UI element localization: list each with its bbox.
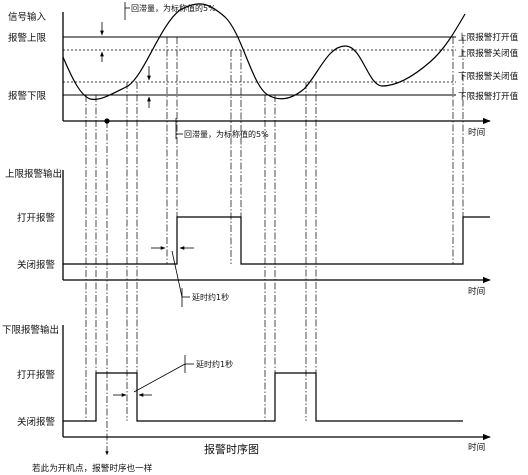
upper-output-y-label: 上限报警输出 (5, 168, 62, 180)
lower-alarm-on-value-label: 下限报警打开值 (458, 90, 519, 102)
upper-alarm-output-panel: 上限报警输出 打开报警 关闭报警 时间 延时约1秒 (5, 168, 491, 307)
upper-alarm-off-value-label: 上限报警关闭值 (458, 47, 519, 59)
power-on-footnote: 若此为开机点，报警时序也一样 (32, 462, 153, 474)
lower-output-y-label: 下限报警输出 (2, 324, 59, 336)
top-hysteresis-annotation: 回滞量，为标称值的5% (100, 2, 216, 62)
upper-output-off-label: 关闭报警 (17, 259, 56, 271)
upper-output-on-label: 打开报警 (17, 212, 56, 224)
upper-output-time-label: 时间 (468, 285, 485, 297)
input-y-label: 信号输入 (8, 11, 47, 23)
lower-output-time-label: 时间 (468, 441, 485, 453)
input-signal-curve (62, 3, 466, 101)
lower-alarm-off-value-label: 下限报警关闭值 (458, 70, 519, 82)
lower-delay-annotation: 延时约1秒 (113, 355, 233, 397)
lower-delay-note: 延时约1秒 (196, 359, 233, 369)
lower-alarm-output-panel: 下限报警输出 打开报警 关闭报警 时间 延时约1秒 (2, 324, 491, 453)
timing-guide-lines (85, 37, 464, 421)
input-time-label: 时间 (468, 126, 485, 138)
upper-delay-note: 延时约1秒 (192, 292, 229, 302)
upper-alarm-on-value-label: 上限报警打开值 (458, 31, 519, 43)
bottom-hysteresis-note: 回滞量，为标称值的5% (184, 129, 269, 139)
upper-delay-annotation: 延时约1秒 (151, 246, 229, 307)
top-hysteresis-note: 回滞量，为标称值的5% (131, 3, 216, 13)
upper-limit-label: 报警上限 (8, 32, 47, 44)
input-signal-panel: 信号输入 报警上限 报警下限 时间 上限报警打开值 上限报警关闭值 下限报警关闭… (8, 2, 519, 139)
power-on-point-marker (63, 118, 110, 456)
diagram-caption: 报警时序图 (204, 442, 259, 456)
lower-output-on-label: 打开报警 (17, 369, 56, 381)
lower-limit-label: 报警下限 (8, 90, 47, 102)
lower-alarm-output-signal (63, 372, 463, 422)
lower-output-off-label: 关闭报警 (17, 416, 56, 428)
